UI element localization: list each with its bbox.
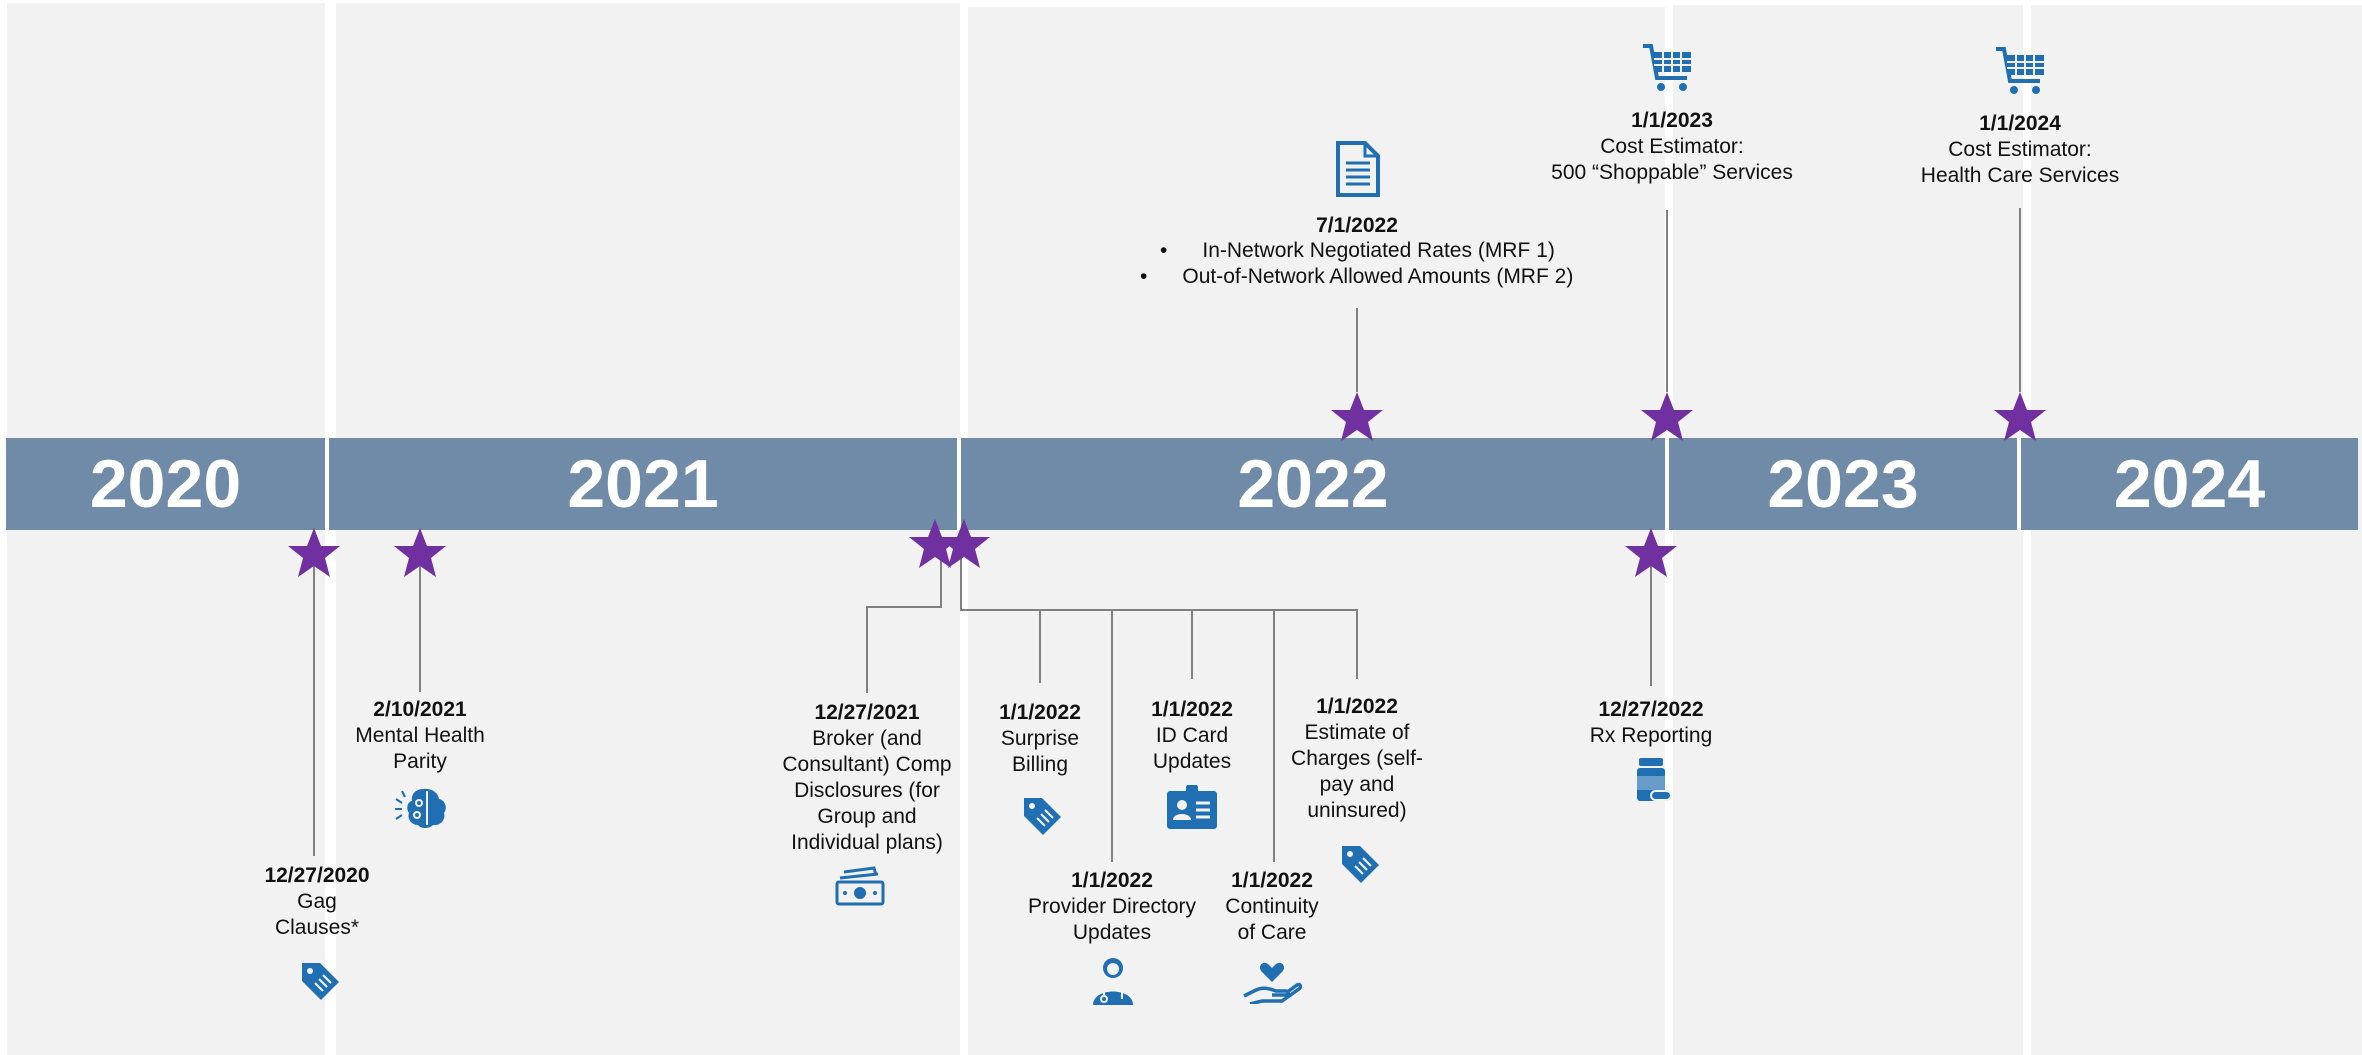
year-panel-2024: [2031, 5, 2362, 1055]
event-date: 2/10/2021: [373, 698, 467, 721]
milestone-star: [1625, 528, 1677, 577]
year-label-2023: 2023: [1767, 446, 1919, 522]
event-cost-estimator-2024: 1/1/2024 Cost Estimator: Health Care Ser…: [1880, 111, 2160, 189]
event-provider-directory: 1/1/2022 Provider Directory Updates: [1007, 868, 1217, 946]
event-rx-reporting: 12/27/2022 Rx Reporting: [1561, 697, 1741, 749]
milestone-star: [938, 519, 990, 568]
event-broker-comp-disclosures: 12/27/2021 Broker (and Consultant) Comp …: [752, 700, 982, 856]
event-text-line: Updates: [1152, 750, 1232, 773]
event-text-line: Continuity: [1225, 895, 1319, 918]
year-divider: [325, 438, 329, 530]
milestone-star: [1994, 392, 2046, 441]
timeline-band: [6, 438, 2358, 530]
event-continuity-of-care: 1/1/2022 Continuity of Care: [1197, 868, 1347, 946]
year-panel-2023: [1673, 5, 2023, 1055]
event-text-line: Billing: [1011, 753, 1069, 776]
event-date: 1/1/2022: [1071, 869, 1153, 892]
milestone-star: [288, 528, 340, 577]
shopping-cart-icon: [1643, 44, 1691, 91]
doctor-icon: [1093, 958, 1133, 1005]
event-estimate-of-charges: 1/1/2022 Estimate of Charges (self- pay …: [1272, 694, 1442, 824]
event-text-line: In-Network Negotiated Rates (MRF 1): [1202, 239, 1555, 262]
event-date: 1/1/2022: [1316, 695, 1398, 718]
event-text-line: Broker (and: [812, 727, 922, 750]
event-text-line: Individual plans): [791, 831, 943, 854]
event-text-line: 500 “Shoppable” Services: [1551, 161, 1793, 184]
event-text-line: Out-of-Network Allowed Amounts (MRF 2): [1182, 265, 1574, 288]
event-text-line: Charges (self-: [1291, 747, 1423, 770]
milestone-star: [909, 519, 961, 568]
event-text-line: Clauses*: [274, 916, 360, 939]
event-mrf-date: 7/1/2022: [1257, 213, 1457, 239]
event-mrf-bullet: • Out-of-Network Allowed Amounts (MRF 2): [1140, 265, 1574, 288]
document-icon: [1336, 141, 1380, 197]
brain-icon: [395, 788, 446, 828]
year-label-2024: 2024: [2113, 446, 2266, 522]
year-divider: [957, 438, 961, 530]
year-label-2022: 2022: [1237, 446, 1389, 522]
event-id-card-updates: 1/1/2022 ID Card Updates: [1117, 697, 1267, 775]
event-text-line: Surprise: [1000, 727, 1080, 750]
price-tag-icon: [1024, 798, 1061, 835]
event-text-line: Mental Health: [355, 724, 485, 747]
event-text-line: pay and: [1319, 773, 1395, 796]
event-text-line: Rx Reporting: [1589, 724, 1713, 747]
pill-bottle-icon: [1637, 758, 1672, 801]
event-text-line: Consultant) Comp: [782, 753, 952, 776]
event-text-line: uninsured): [1307, 799, 1407, 822]
event-text-line: of Care: [1237, 921, 1307, 944]
year-label-2021: 2021: [567, 446, 719, 522]
price-tag-icon: [302, 963, 339, 1000]
event-text-line: Gag: [297, 890, 337, 913]
year-divider: [2017, 438, 2021, 530]
event-date: 1/1/2022: [1151, 698, 1233, 721]
event-surprise-billing: 1/1/2022 Surprise Billing: [960, 700, 1120, 778]
event-mental-health-parity: 2/10/2021 Mental Health Parity: [320, 697, 520, 775]
price-tag-icon: [1342, 846, 1379, 883]
milestone-star: [1331, 392, 1383, 441]
event-text-line: ID Card: [1155, 724, 1229, 747]
milestone-star: [1641, 392, 1693, 441]
event-date: 12/27/2020: [264, 864, 370, 887]
event-date: 12/27/2022: [1598, 698, 1704, 721]
event-date: 1/1/2023: [1631, 109, 1713, 132]
event-text-line: Cost Estimator:: [1948, 138, 2092, 161]
event-text-line: Health Care Services: [1920, 164, 2120, 187]
year-divider: [1665, 438, 1669, 530]
event-gag-clauses: 12/27/2020 Gag Clauses*: [214, 863, 420, 941]
event-date: 7/1/2022: [1316, 214, 1398, 237]
id-card-icon: [1167, 785, 1217, 829]
event-text-line: Group and: [817, 805, 917, 828]
event-date: 12/27/2021: [814, 701, 920, 724]
money-icon: [835, 866, 885, 906]
event-text-line: Provider Directory: [1027, 895, 1197, 918]
event-text-line: Cost Estimator:: [1600, 135, 1744, 158]
heart-hand-icon: [1243, 962, 1302, 1004]
event-mrf-bullet: • In-Network Negotiated Rates (MRF 1): [1160, 239, 1555, 262]
event-text-line: Updates: [1072, 921, 1152, 944]
year-label-2020: 2020: [89, 446, 242, 522]
event-date: 1/1/2022: [999, 701, 1081, 724]
event-text-line: Disclosures (for: [794, 779, 940, 802]
event-date: 1/1/2022: [1231, 869, 1313, 892]
event-date: 1/1/2024: [1979, 112, 2061, 135]
event-text-line: Estimate of: [1304, 721, 1410, 744]
event-text-line: Parity: [393, 750, 447, 773]
shopping-cart-icon: [1996, 47, 2044, 94]
year-panel-2022: [968, 7, 1665, 1055]
event-cost-estimator-2023: 1/1/2023 Cost Estimator: 500 “Shoppable”…: [1522, 108, 1822, 186]
milestone-star: [394, 528, 446, 577]
